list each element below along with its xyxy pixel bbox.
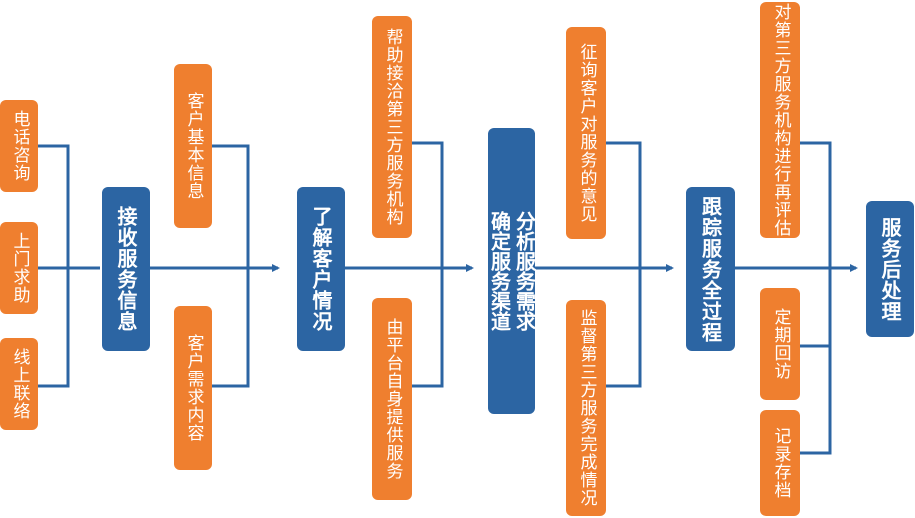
connector-group-4 <box>800 141 832 455</box>
connector-group-1 <box>212 144 250 388</box>
step-track-process: 跟踪服务全过程 <box>686 187 735 351</box>
step-understand-client: 了解客户情况 <box>297 187 345 351</box>
source-phone-consult: 电话咨询 <box>0 100 38 192</box>
connector-group-2 <box>412 141 444 388</box>
branch-basic-info: 客户基本信息 <box>174 64 212 228</box>
source-visit: 上门求助 <box>0 222 38 314</box>
connector-group-3 <box>606 141 642 388</box>
branch-demand-content: 客户需求内容 <box>174 306 212 470</box>
connector-sources <box>38 144 100 388</box>
step-analyze-needs: 分析服务需求 确定服务渠道 <box>488 128 537 414</box>
branch-regular-visit: 定期回访 <box>760 288 800 400</box>
branch-reevaluate: 对第三方服务机构进行再评估 <box>760 2 800 238</box>
source-online: 线上联络 <box>0 338 38 430</box>
branch-supervise-third-party: 监督第三方服务完成情况 <box>566 300 606 516</box>
branch-platform-service: 由平台自身提供服务 <box>372 298 412 500</box>
branch-third-party: 帮助接洽第三方服务机构 <box>372 16 412 238</box>
branch-archive: 记录存档 <box>760 410 800 516</box>
branch-collect-feedback: 征询客户对服务的意见 <box>566 27 606 239</box>
step-after-service: 服务后处理 <box>866 201 914 337</box>
step-receive-info: 接收服务信息 <box>102 187 150 351</box>
